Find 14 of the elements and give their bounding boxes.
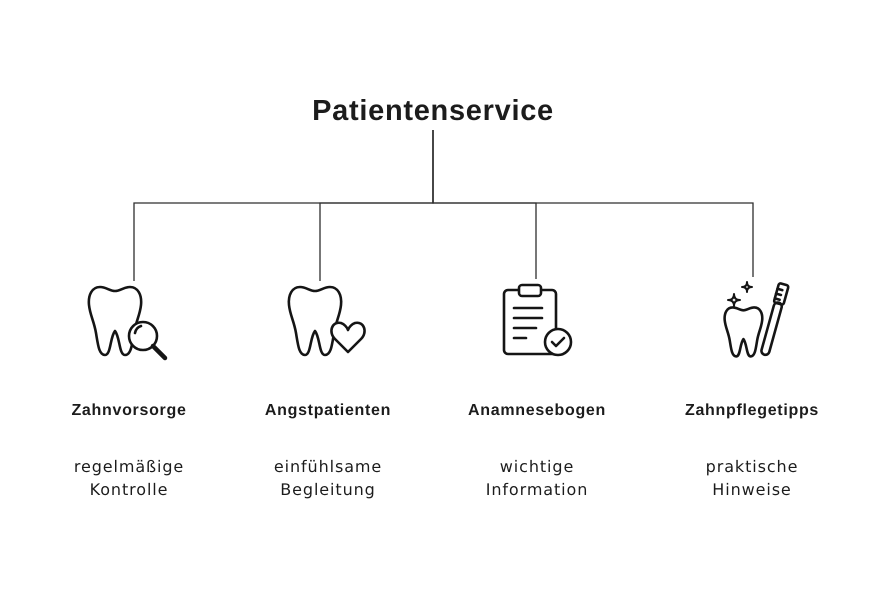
connector-line [432, 130, 754, 277]
service-heading: Angstpatienten [264, 401, 392, 421]
root-label: Patientenservice [312, 94, 554, 128]
service-heading: Zahnpflegetipps [684, 401, 820, 421]
tooth-toothbrush-icon [722, 280, 792, 359]
service-description: wichtige Information [486, 456, 588, 501]
service-description: regelmäßige Kontrolle [74, 456, 184, 501]
service-description: einfühlsame Begleitung [274, 456, 382, 501]
tooth-magnifier-icon [86, 284, 170, 362]
service-description: praktische Hinweise [706, 456, 798, 501]
tooth-heart-icon [286, 284, 368, 358]
clipboard-check-icon [502, 282, 574, 358]
service-heading: Anamnesebogen [468, 401, 606, 421]
service-heading: Zahnvorsorge [71, 401, 187, 421]
